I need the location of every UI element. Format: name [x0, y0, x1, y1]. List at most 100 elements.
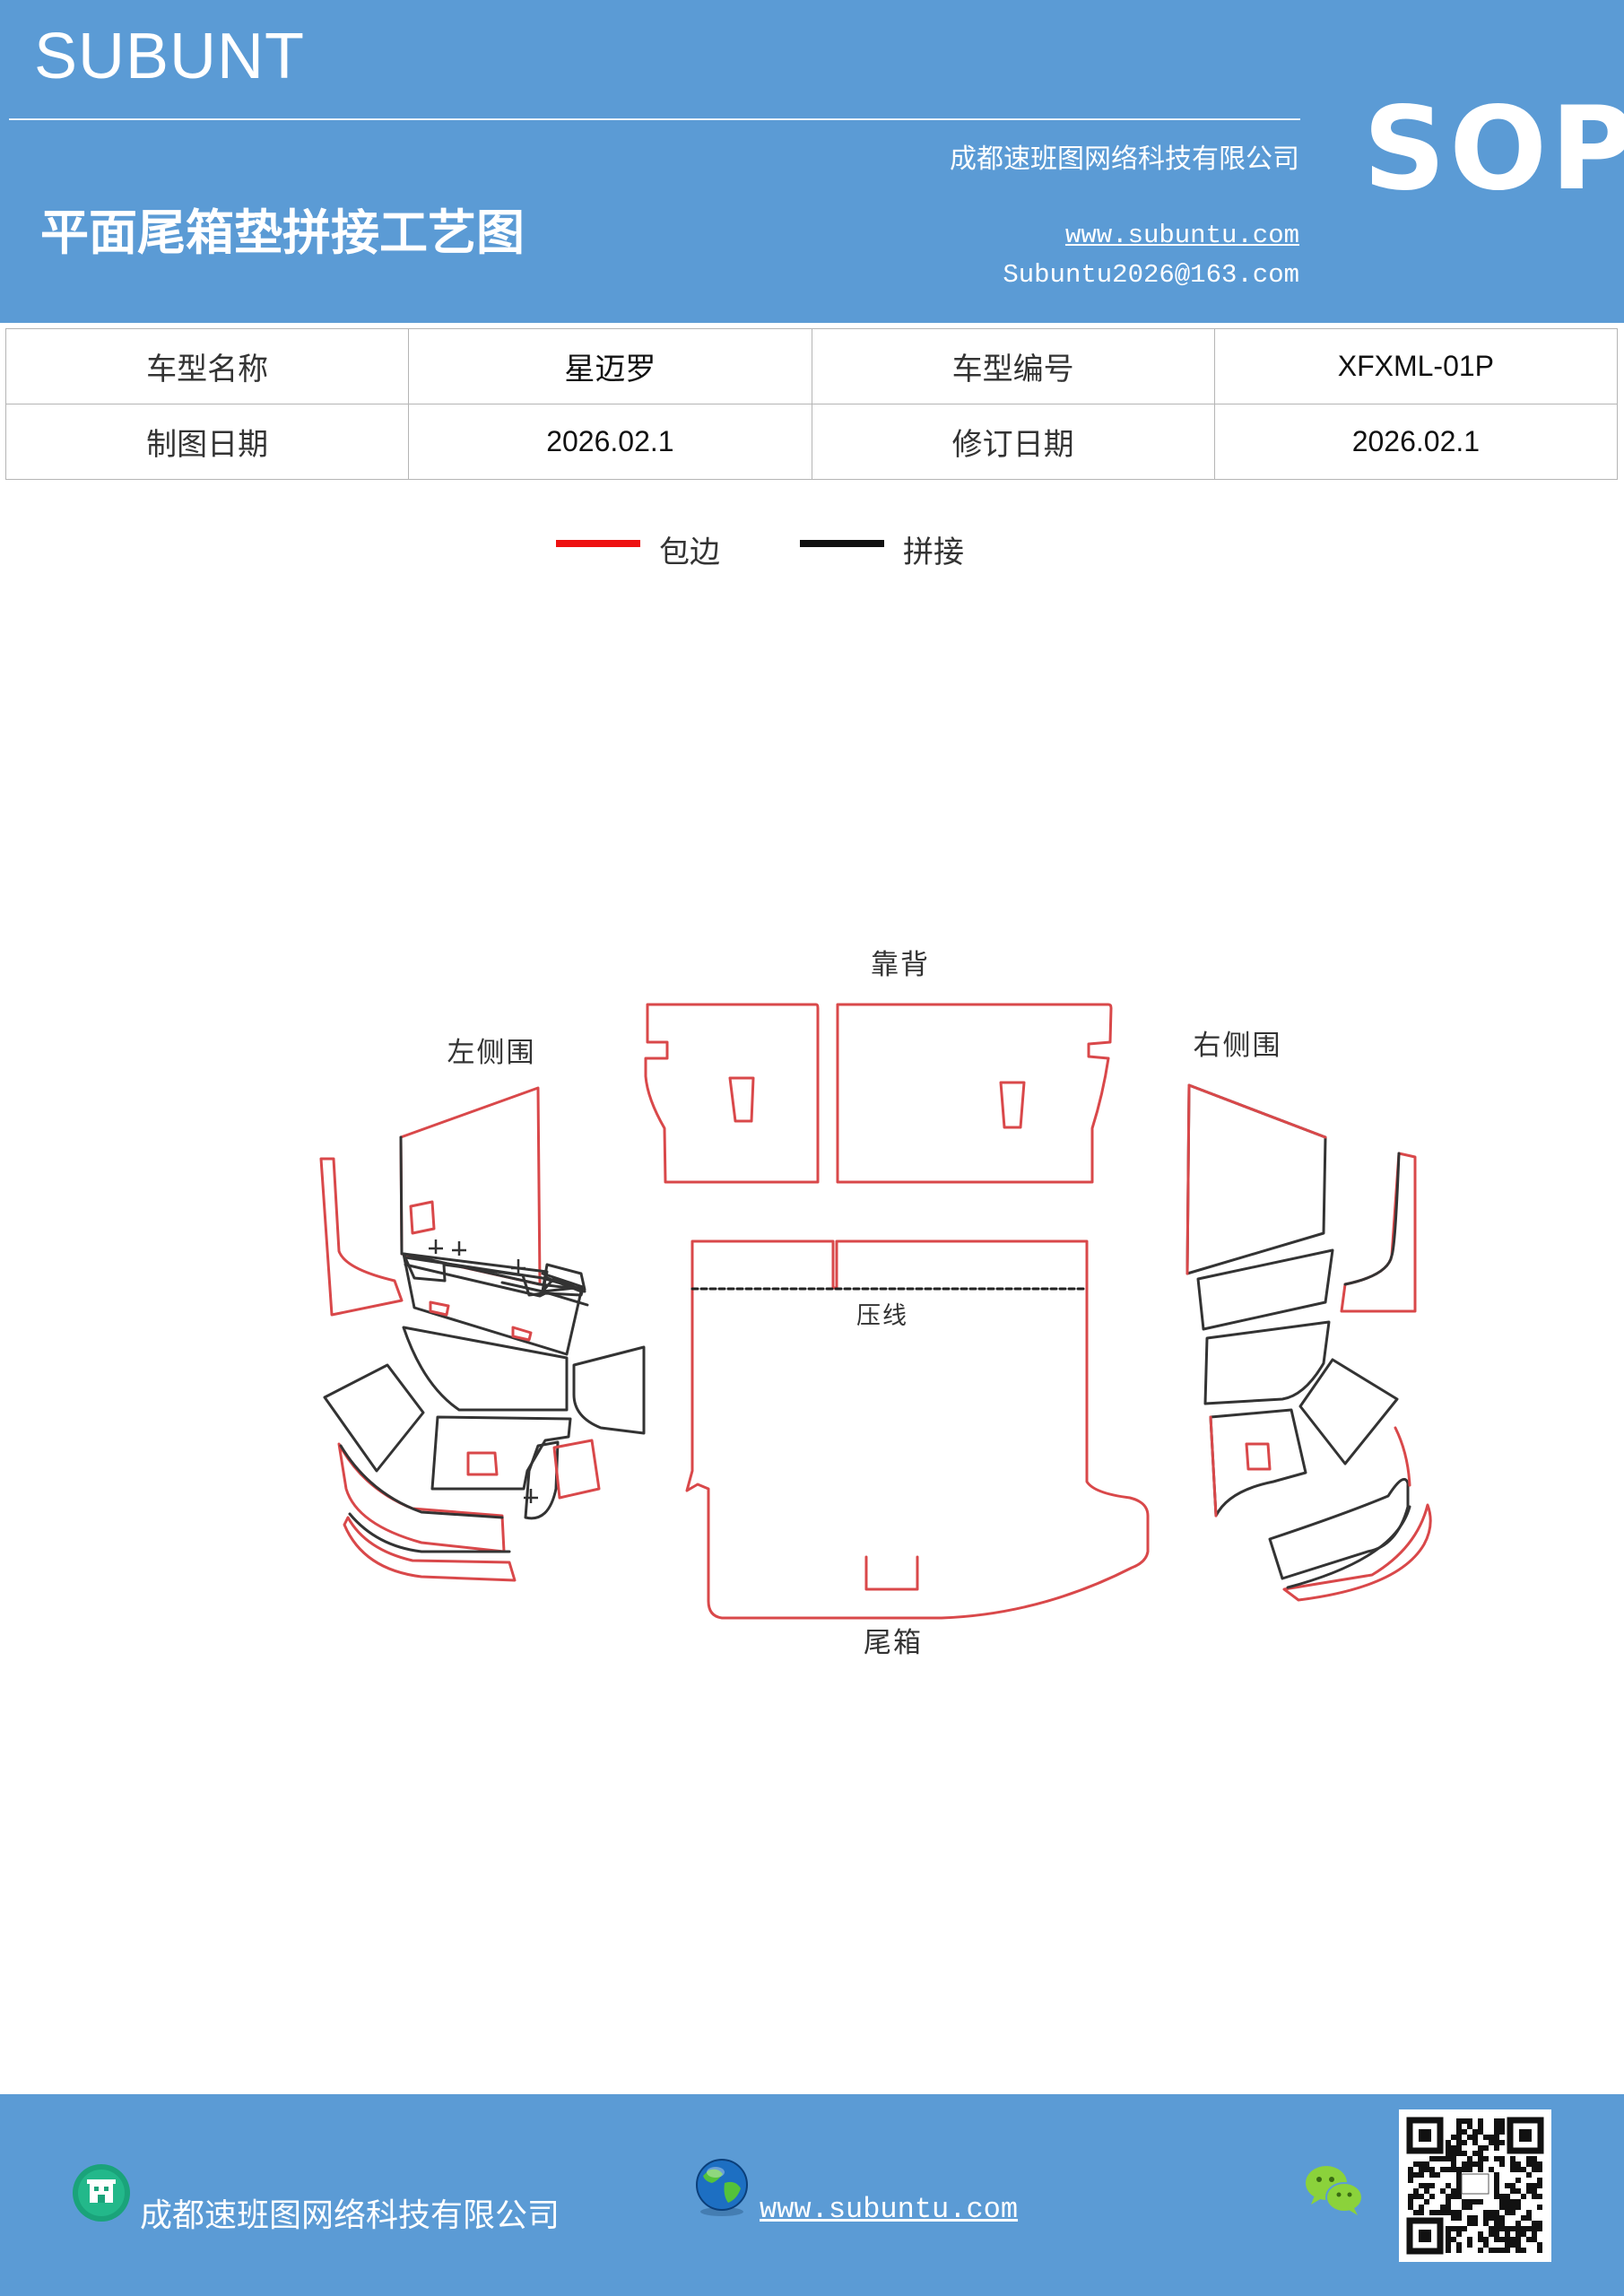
qr-module	[1478, 2199, 1483, 2205]
qr-module	[1526, 2183, 1532, 2188]
qr-module	[1451, 2188, 1456, 2194]
qr-module	[1478, 2161, 1483, 2167]
table-row: 车型名称 星迈罗 车型编号 XFXML-01P	[4, 328, 1619, 404]
qr-module	[1483, 2210, 1489, 2215]
qr-module	[1494, 2183, 1499, 2188]
left-seam-piece-1	[399, 1135, 404, 1256]
qr-module	[1456, 2183, 1462, 2188]
building-icon	[73, 2164, 130, 2222]
qr-module	[1413, 2172, 1419, 2178]
trunk-floor-panel	[685, 1239, 1150, 1620]
qr-module	[1515, 2226, 1521, 2231]
table-row: 制图日期 2026.02.1 修订日期 2026.02.1	[4, 404, 1619, 480]
qr-module	[1413, 2210, 1419, 2215]
left-seam-marks	[429, 1239, 538, 1503]
legend-swatch-seam	[800, 540, 884, 547]
qr-module	[1515, 2161, 1521, 2167]
header-banner	[0, 0, 1624, 323]
qr-module	[1499, 2118, 1505, 2124]
qr-module	[1478, 2237, 1483, 2242]
qr-module	[1499, 2248, 1505, 2253]
right-upper-edge	[1185, 1083, 1327, 1275]
right-angled-panel	[1298, 1358, 1399, 1465]
qr-module	[1505, 2183, 1510, 2188]
qr-module	[1451, 2145, 1456, 2151]
footer-website-link[interactable]: www.subuntu.com	[760, 2193, 1019, 2226]
qr-module	[1429, 2194, 1435, 2199]
qr-module	[1472, 2140, 1478, 2145]
qr-module	[1446, 2151, 1451, 2156]
table-cell-value: 星迈罗	[408, 328, 812, 404]
qr-module	[1429, 2156, 1435, 2161]
qr-module	[1440, 2167, 1446, 2172]
qr-module	[1446, 2226, 1451, 2231]
qr-module	[1456, 2135, 1462, 2140]
qr-module	[1510, 2237, 1515, 2242]
qr-module	[1499, 2194, 1505, 2199]
label-right-side: 右侧围	[1194, 1030, 1282, 1062]
qr-module	[1456, 2210, 1462, 2215]
qr-module	[1483, 2135, 1489, 2140]
qr-module	[1429, 2183, 1435, 2188]
qr-module	[1537, 2221, 1542, 2226]
qr-module	[1456, 2231, 1462, 2237]
qr-module	[1408, 2205, 1413, 2210]
qr-module	[1526, 2226, 1532, 2231]
qr-module	[1408, 2194, 1413, 2199]
qr-module	[1521, 2226, 1526, 2231]
qr-module	[1494, 2231, 1499, 2237]
qr-module	[1515, 2167, 1521, 2172]
left-strip	[319, 1157, 404, 1317]
qr-module	[1494, 2248, 1499, 2253]
qr-module	[1537, 2205, 1542, 2210]
qr-module	[1537, 2226, 1542, 2231]
table-cell-value: 2026.02.1	[408, 404, 812, 480]
seam-mark	[429, 1239, 443, 1254]
globe-icon	[696, 2159, 748, 2216]
qr-module	[1494, 2129, 1499, 2135]
table-cell-label: 车型名称	[4, 328, 410, 404]
left-angled-panel	[323, 1363, 425, 1473]
qr-module	[1424, 2167, 1429, 2172]
trunk-floor-notch	[864, 1555, 919, 1591]
header-website-link[interactable]: www.subuntu.com	[1064, 221, 1299, 250]
backrest-group	[644, 1003, 1113, 1184]
qr-module	[1537, 2161, 1542, 2167]
legend: 包边 拼接	[0, 527, 1624, 572]
seam-mark	[524, 1489, 538, 1503]
left-corner-tab-2	[511, 1326, 533, 1342]
brand-name: SUBUNT	[34, 21, 306, 92]
qr-module	[1499, 2161, 1505, 2167]
qr-module	[1521, 2231, 1526, 2237]
qr-module	[1515, 2231, 1521, 2237]
right-lower-tab	[1245, 1442, 1272, 1471]
qr-module	[1467, 2161, 1472, 2167]
qr-module	[1505, 2242, 1510, 2248]
qr-module	[1424, 2199, 1429, 2205]
qr-module	[1467, 2205, 1472, 2210]
qr-module	[1526, 2237, 1532, 2242]
table-cell-value: XFXML-01P	[1213, 328, 1619, 404]
qr-module	[1494, 2124, 1499, 2129]
qr-module	[1429, 2167, 1435, 2172]
qr-module	[1489, 2226, 1494, 2231]
qr-module	[1451, 2210, 1456, 2215]
legend-label-seam: 拼接	[903, 535, 964, 570]
qr-module	[1456, 2118, 1462, 2124]
qr-module	[1483, 2215, 1489, 2221]
qr-module	[1483, 2145, 1489, 2151]
qr-module	[1472, 2215, 1478, 2221]
qr-module	[1451, 2167, 1456, 2172]
qr-module	[1451, 2194, 1456, 2199]
backrest-right-panel	[836, 1003, 1113, 1184]
qr-module	[1419, 2161, 1424, 2167]
qr-module	[1505, 2237, 1510, 2242]
qr-module	[1413, 2188, 1419, 2194]
qr-module	[1532, 2156, 1537, 2161]
qr-module	[1413, 2161, 1419, 2167]
qr-module	[1505, 2248, 1510, 2253]
qr-module	[1483, 2242, 1489, 2248]
table-cell-label: 修订日期	[811, 404, 1215, 480]
qr-module	[1472, 2129, 1478, 2135]
legend-label-edge: 包边	[659, 535, 720, 570]
